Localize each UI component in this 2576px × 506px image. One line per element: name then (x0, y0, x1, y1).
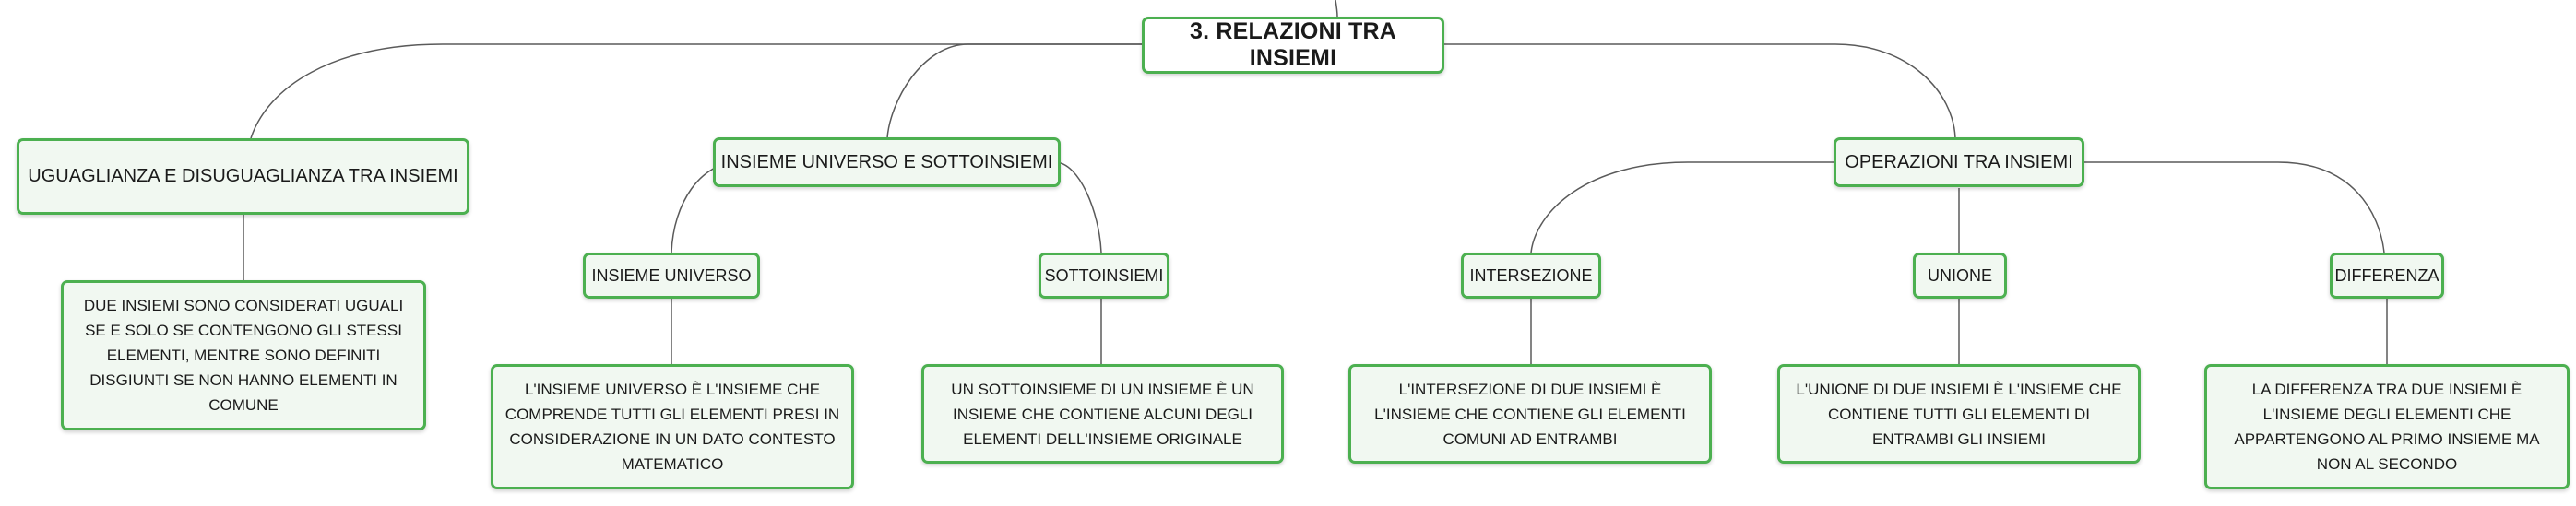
connector-root-to-universo (886, 43, 1142, 139)
topic-insieme-universo-e-sottoinsiemi[interactable]: INSIEME UNIVERSO E SOTTOINSIEMI (713, 137, 1061, 187)
connector-operazioni-to-intersezione (1530, 161, 1835, 253)
note-uguaglianza[interactable]: DUE INSIEMI SONO CONSIDERATI UGUALI SE E… (61, 280, 426, 430)
note-differenza[interactable]: LA DIFFERENZA TRA DUE INSIEMI È L'INSIEM… (2204, 364, 2570, 489)
note-intersezione[interactable]: L'INTERSEZIONE DI DUE INSIEMI È L'INSIEM… (1348, 364, 1712, 464)
topic-uguaglianza[interactable]: UGUAGLIANZA E DISUGUAGLIANZA TRA INSIEMI (17, 138, 469, 215)
subtopic-unione[interactable]: UNIONE (1913, 253, 2007, 299)
connector-root-to-operazioni (1444, 43, 1956, 139)
note-sottoinsiemi[interactable]: UN SOTTOINSIEME DI UN INSIEME È UN INSIE… (921, 364, 1284, 464)
subtopic-sottoinsiemi[interactable]: SOTTOINSIEMI (1039, 253, 1169, 299)
root-topic[interactable]: 3. RELAZIONI TRA INSIEMI (1142, 17, 1444, 74)
topic-operazioni-tra-insiemi[interactable]: OPERAZIONI TRA INSIEMI (1834, 137, 2084, 187)
connector-universo-to-sottoinsiemi (1054, 161, 1102, 253)
connector-operazioni-to-differenza (2081, 161, 2385, 253)
note-insieme-universo[interactable]: L'INSIEME UNIVERSO È L'INSIEME CHE COMPR… (491, 364, 854, 489)
subtopic-insieme-universo[interactable]: INSIEME UNIVERSO (583, 253, 760, 299)
note-unione[interactable]: L'UNIONE DI DUE INSIEMI È L'INSIEME CHE … (1777, 364, 2141, 464)
connector-root-to-uguaglianza (250, 43, 1142, 139)
subtopic-differenza[interactable]: DIFFERENZA (2330, 253, 2444, 299)
connector-top-to-root (1335, 0, 1338, 18)
subtopic-intersezione[interactable]: INTERSEZIONE (1461, 253, 1601, 299)
